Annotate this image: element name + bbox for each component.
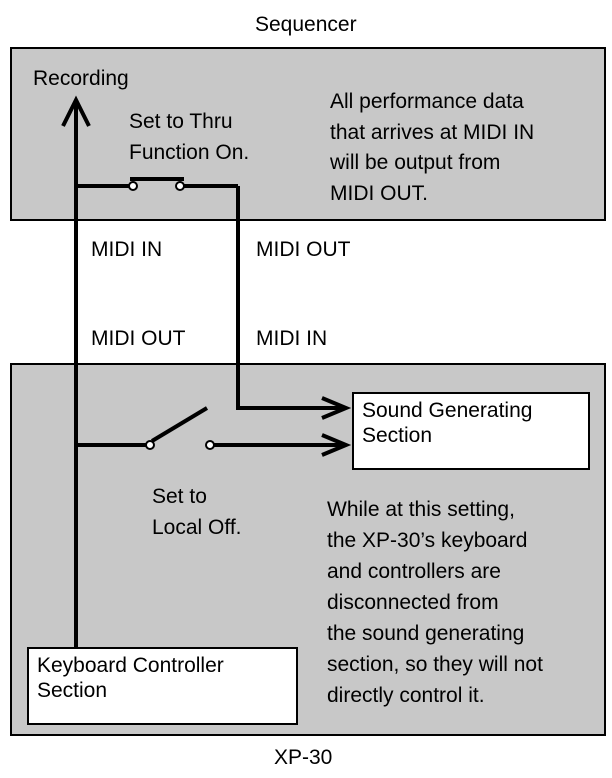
sound-generating-line1: Sound Generating [362, 399, 533, 422]
seq-note-line1: All performance data [330, 90, 524, 113]
xp-note-line5: the sound generating [327, 622, 525, 645]
recording-label: Recording [33, 67, 129, 90]
seq-note-line3: will be output from [330, 151, 501, 174]
sound-generating-line2: Section [362, 424, 433, 447]
local-switch-lever [150, 406, 209, 443]
sequencer-title: Sequencer [255, 13, 357, 36]
xp-midi-in-label: MIDI IN [256, 327, 328, 350]
xp30-title: XP-30 [274, 746, 333, 769]
recording-arrowhead [61, 95, 91, 127]
xp-note-line4: disconnected from [327, 591, 499, 614]
local-label-line2: Local Off. [152, 516, 242, 539]
thru-contact-left [128, 181, 138, 191]
xp-note-line6: section, so they will not [327, 653, 543, 676]
sound-arrowhead-lower [321, 433, 352, 457]
seq-midi-out-label: MIDI OUT [256, 238, 351, 261]
thru-label-line2: Function On. [129, 141, 250, 164]
seq-out-to-sound-wire [236, 186, 345, 410]
xp-midi-out-label: MIDI OUT [91, 327, 186, 350]
thru-label-line1: Set to Thru [129, 110, 233, 133]
keyboard-controller-box: Keyboard Controller Section [27, 647, 298, 725]
keyboard-controller-line2: Section [37, 679, 108, 702]
local-contact-right [205, 440, 215, 450]
local-label-line1: Set to [152, 485, 207, 508]
xp-note-line3: and controllers are [327, 560, 501, 583]
local-contact-left [145, 440, 155, 450]
seq-note-line2: that arrives at MIDI IN [330, 121, 535, 144]
thru-contact-right [175, 181, 185, 191]
keyboard-controller-line1: Keyboard Controller [37, 654, 224, 677]
seq-midi-in-label: MIDI IN [91, 238, 163, 261]
xp-note-line1: While at this setting, [327, 498, 515, 521]
sequencer-panel [10, 47, 606, 221]
sound-arrowhead-upper [321, 396, 352, 420]
seq-note-line4: MIDI OUT. [330, 182, 428, 205]
sound-generating-box: Sound Generating Section [352, 392, 590, 470]
xp-note-line2: the XP-30’s keyboard [327, 529, 528, 552]
xp-note-line7: directly control it. [327, 684, 485, 707]
